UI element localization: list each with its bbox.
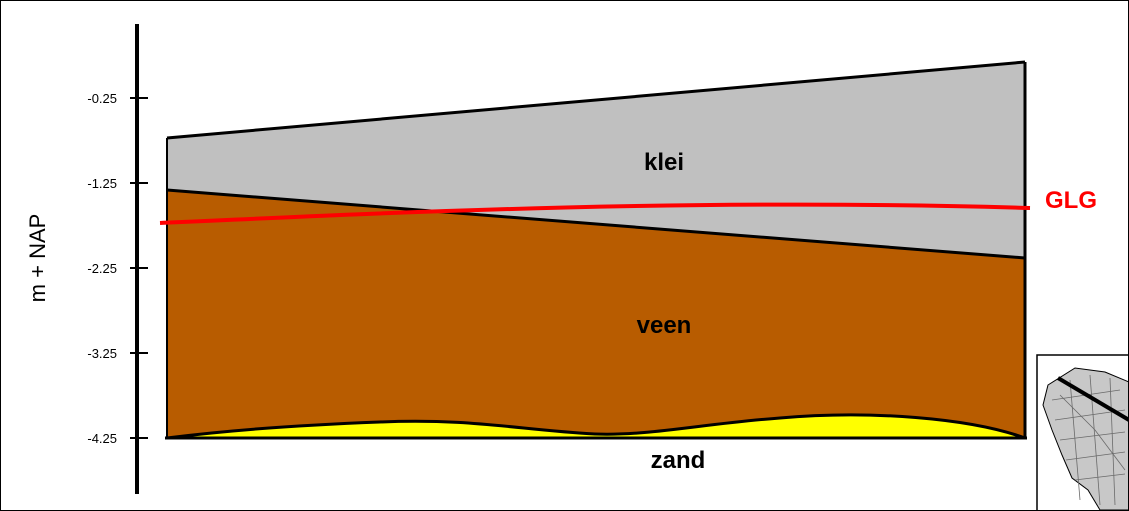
veen-label: veen (637, 312, 692, 339)
y-tick-label: -0.25 (87, 91, 117, 106)
veen-layer (167, 190, 1025, 438)
locator-map-inset (1036, 354, 1129, 511)
y-tick-label: -3.25 (87, 346, 117, 361)
glg-line (159, 202, 1031, 225)
y-tick-label: -4.25 (87, 431, 117, 446)
zand-layer (167, 414, 1025, 438)
locator-section-line (1056, 376, 1129, 422)
zand-label: zand (651, 447, 706, 474)
klei-top-boundary (166, 60, 1026, 140)
y-axis-title: m + NAP (25, 214, 50, 303)
klei-veen-boundary (166, 188, 1026, 260)
veen-zand-boundary (166, 413, 1026, 440)
klei-label: klei (644, 149, 684, 176)
y-tick-label: -2.25 (87, 261, 117, 276)
klei-layer (167, 62, 1025, 258)
y-tick-label: -1.25 (87, 176, 117, 191)
glg-label: GLG (1045, 187, 1097, 214)
locator-map-shape (1042, 367, 1129, 511)
